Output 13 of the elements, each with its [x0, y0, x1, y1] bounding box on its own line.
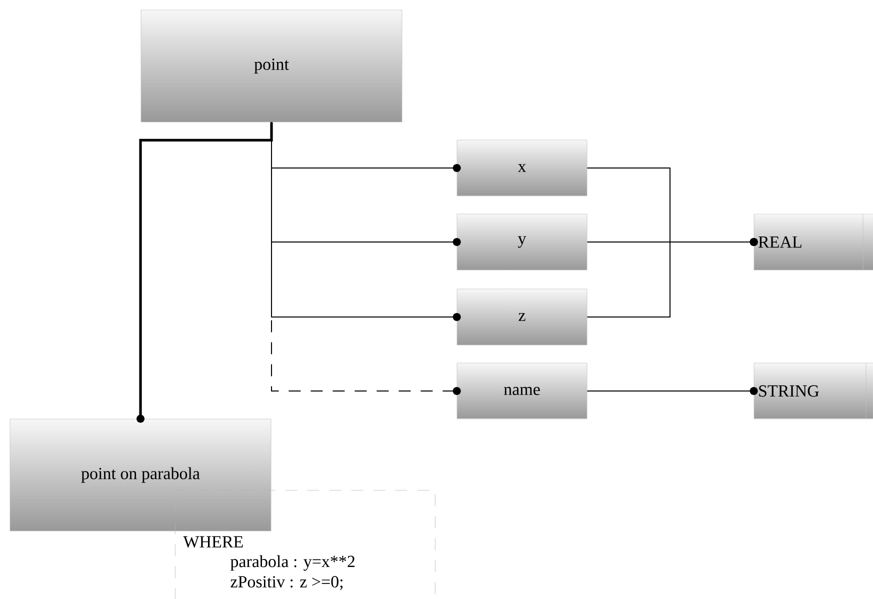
rule-note: WHERE parabola : y=x**2 zPositiv : z >=0;: [175, 490, 436, 599]
entity-box: point on parabola: [10, 418, 272, 532]
connector: [271, 122, 461, 395]
connector: [586, 387, 758, 395]
type-box: REAL: [754, 214, 873, 270]
entity-box: name: [456, 362, 588, 420]
connector: [586, 238, 758, 318]
entity-box: x: [456, 140, 588, 196]
entity-box: y: [456, 214, 588, 270]
connector: [136, 122, 273, 423]
entity-box: z: [456, 288, 588, 346]
entity-box: point: [140, 10, 402, 122]
type-box: STRING: [754, 362, 873, 420]
